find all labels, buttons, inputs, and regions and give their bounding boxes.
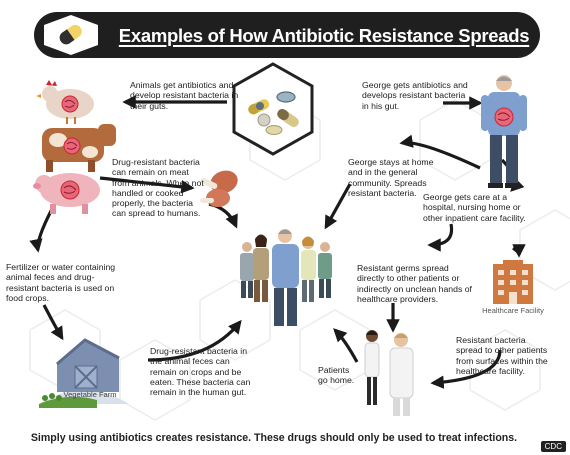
- person-woman-left: [253, 234, 269, 302]
- cdc-credit-badge: CDC: [540, 441, 566, 452]
- chicken-icon: [36, 80, 94, 124]
- vegetable-farm-label: Vegetable Farm: [63, 390, 117, 399]
- person-small-left: [240, 242, 254, 298]
- text-animals-get: Animals get antibiotics and develop resi…: [130, 80, 239, 111]
- arrow-patients-go-home: [333, 328, 359, 363]
- text-george-stays: George stays at home and in the general …: [348, 157, 434, 198]
- george-figure: [481, 75, 527, 188]
- text-resistant-germs: Resistant germs spread directly to other…: [357, 263, 472, 304]
- cow-icon: [42, 124, 116, 172]
- arrow-home-to-group: [324, 183, 352, 230]
- text-george-care: George gets care at a hospital, nursing …: [423, 192, 526, 223]
- farm-animals-illustration: [33, 80, 116, 214]
- arrow-care-to-germs: [427, 223, 454, 252]
- healthcare-facility-label: Healthcare Facility: [482, 306, 544, 315]
- community-group: [240, 229, 332, 326]
- arrow-crops-to-group: [147, 319, 242, 362]
- meat-icon: [200, 170, 238, 207]
- text-george-gets: George gets antibiotics and develops res…: [362, 80, 468, 111]
- pig-icon: [33, 173, 100, 214]
- arrow-animals-to-fertilizer: [29, 208, 54, 253]
- healthcare-facility-icon: [493, 260, 533, 304]
- footer-note: Simply using antibiotics creates resista…: [30, 432, 518, 444]
- person-woman-right: [301, 236, 316, 302]
- page-title: Examples of How Antibiotic Resistance Sp…: [118, 25, 530, 46]
- nurse-icon: [364, 330, 380, 405]
- title-banner: [34, 12, 540, 58]
- healthcare-workers: [364, 330, 414, 416]
- person-george-center: [272, 229, 299, 326]
- arrow-care-to-facility: [512, 244, 526, 258]
- pills-icon: [44, 15, 98, 55]
- text-patients-go-home: Patients go home.: [318, 365, 355, 386]
- doctor-icon: [389, 333, 414, 416]
- text-drug-resistant-meat: Drug-resistant bacteria can remain on me…: [112, 157, 204, 219]
- text-drug-resistant-crops: Drug-resistant bacteria in the animal fe…: [150, 346, 251, 398]
- text-fertilizer: Fertilizer or water containing animal fe…: [6, 262, 116, 303]
- arrow-facility-to-staff: [430, 349, 502, 389]
- antibiotics-hexagon-icon: [232, 62, 314, 156]
- arrow-fertilizer-to-farm: [42, 304, 64, 341]
- arrow-meat-to-humans: [99, 176, 195, 194]
- text-resistant-bacteria-facility: Resistant bacteria spread to other patie…: [456, 335, 548, 376]
- vegetable-farm-icon: [39, 338, 129, 408]
- arrow-george-home: [399, 134, 481, 170]
- person-small-right: [318, 242, 332, 298]
